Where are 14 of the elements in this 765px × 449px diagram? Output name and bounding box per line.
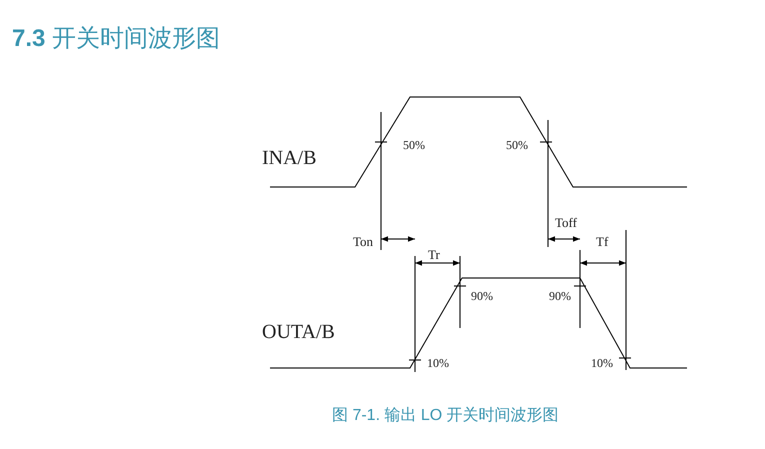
percent-label: 50% bbox=[403, 139, 425, 151]
section-heading: 7.3 开关时间波形图 bbox=[12, 24, 220, 54]
percent-label: 90% bbox=[471, 290, 493, 302]
percent-label: 10% bbox=[427, 357, 449, 369]
figure-caption: 图 7-1. 输出 LO 开关时间波形图 bbox=[332, 406, 559, 426]
percent-label: 10% bbox=[591, 357, 613, 369]
timing-label: Tf bbox=[596, 235, 608, 248]
percent-label: 50% bbox=[506, 139, 528, 151]
signal-label: INA/B bbox=[262, 148, 316, 168]
timing-label: Ton bbox=[353, 235, 374, 248]
timing-label: Tr bbox=[428, 248, 440, 261]
timing-label: Toff bbox=[555, 216, 577, 229]
signal-label: OUTA/B bbox=[262, 322, 335, 342]
percent-label: 90% bbox=[549, 290, 571, 302]
